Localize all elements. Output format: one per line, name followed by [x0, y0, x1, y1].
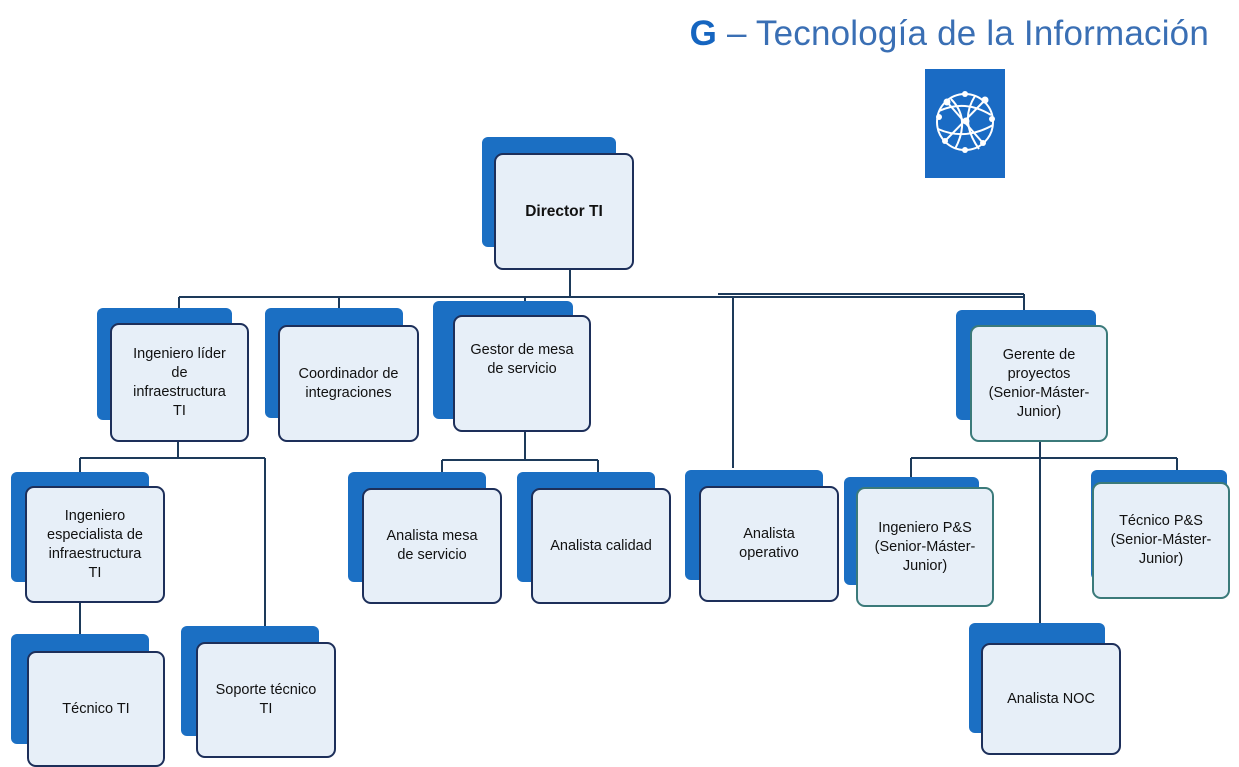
node-analista-noc: Analista NOC [969, 623, 1121, 755]
node-gerente-proyectos: Gerente de proyectos (Senior-Máster- Jun… [956, 310, 1108, 442]
network-globe-icon [925, 69, 1005, 178]
node-tecnico-ti: Técnico TI [11, 634, 165, 767]
node-label: Analista operativo [699, 486, 839, 602]
node-label: Técnico P&S (Senior-Máster- Junior) [1092, 482, 1230, 599]
node-label: Gestor de mesa de servicio [453, 315, 591, 432]
node-tecnico-ps: Técnico P&S (Senior-Máster- Junior) [1091, 470, 1235, 602]
page-title: G – Tecnología de la Información [690, 14, 1209, 54]
node-analista-mesa: Analista mesa de servicio [348, 472, 502, 604]
node-director-ti: Director TI [482, 137, 634, 270]
node-label: Analista calidad [531, 488, 671, 604]
node-label: Analista NOC [981, 643, 1121, 755]
node-label: Ingeniero P&S (Senior-Máster- Junior) [856, 487, 994, 607]
node-label: Coordinador de integraciones [278, 325, 419, 442]
node-coordinador-integraciones: Coordinador de integraciones [265, 308, 419, 442]
title-letter: G [689, 14, 718, 53]
node-soporte-tecnico: Soporte técnico TI [181, 626, 336, 758]
node-label: Director TI [494, 153, 634, 270]
node-label: Ingeniero especialista de infraestructur… [25, 486, 165, 603]
node-label: Técnico TI [27, 651, 165, 767]
node-ingeniero-especialista: Ingeniero especialista de infraestructur… [11, 472, 165, 603]
node-label: Analista mesa de servicio [362, 488, 502, 604]
node-ingeniero-lider: Ingeniero líder de infraestructura TI [97, 308, 249, 442]
title-text: – Tecnología de la Información [717, 14, 1209, 53]
node-ingeniero-ps: Ingeniero P&S (Senior-Máster- Junior) [844, 477, 994, 607]
node-analista-calidad: Analista calidad [517, 472, 671, 604]
node-label: Ingeniero líder de infraestructura TI [110, 323, 249, 442]
node-label: Gerente de proyectos (Senior-Máster- Jun… [970, 325, 1108, 442]
node-gestor-mesa: Gestor de mesa de servicio [433, 301, 591, 432]
node-analista-operativo: Analista operativo [685, 470, 839, 602]
node-label: Soporte técnico TI [196, 642, 336, 758]
